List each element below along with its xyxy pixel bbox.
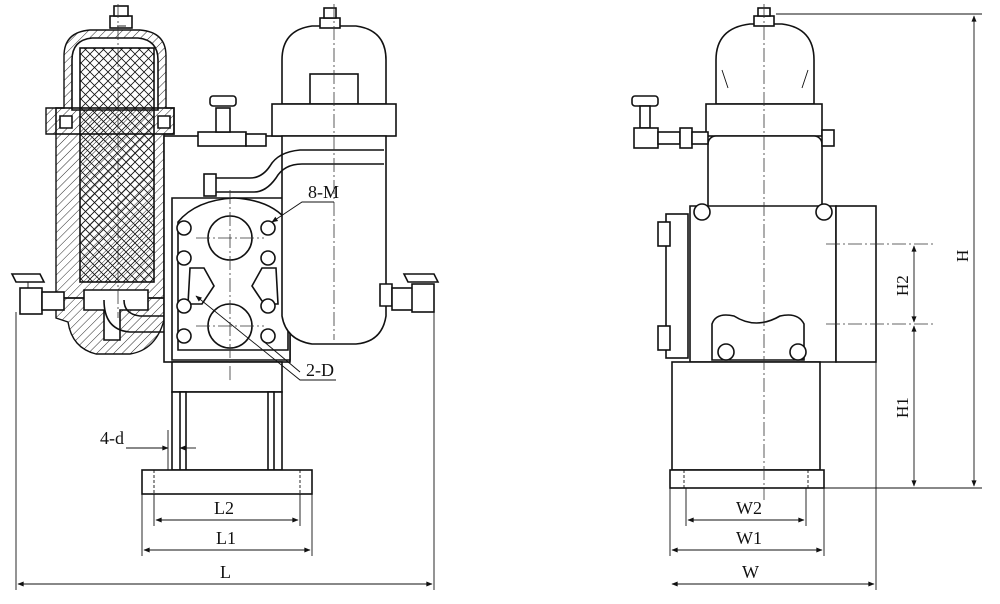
front-dimensions: L2 L1 L [15, 312, 435, 590]
switch-valve-body [163, 135, 291, 393]
bolt-callout-label: 8-M [308, 182, 339, 202]
dim-W: W [742, 562, 759, 582]
side-flange [835, 205, 877, 363]
side-dimensions: W2 W1 W H H1 H2 [669, 13, 982, 590]
flange-bolts [176, 220, 276, 344]
dim-H2: H2 [893, 275, 912, 296]
balance-valve-pipe [197, 95, 384, 197]
dim-L1: L1 [216, 528, 236, 548]
dim-W2: W2 [736, 498, 762, 518]
side-view: W2 W1 W H H1 H2 [631, 4, 982, 590]
dim-L: L [220, 562, 231, 582]
dim-H1: H1 [893, 397, 912, 418]
side-base-plate [669, 469, 825, 489]
dim-L2: L2 [214, 498, 234, 518]
dim-W1: W1 [736, 528, 762, 548]
left-drain-valve [10, 273, 65, 315]
dim-H: H [953, 250, 972, 262]
filter-element [79, 47, 155, 283]
right-filter-canister [271, 7, 440, 345]
side-dome-cap [715, 23, 815, 105]
front-view: 8-M 2-D 4-d L2 L1 L [10, 4, 440, 590]
hole-callout-label: 4-d [100, 428, 124, 448]
side-balance-valve [631, 95, 835, 149]
support-stand [141, 391, 313, 495]
left-filter-canister [10, 5, 177, 355]
port-callout-label: 2-D [306, 360, 334, 380]
